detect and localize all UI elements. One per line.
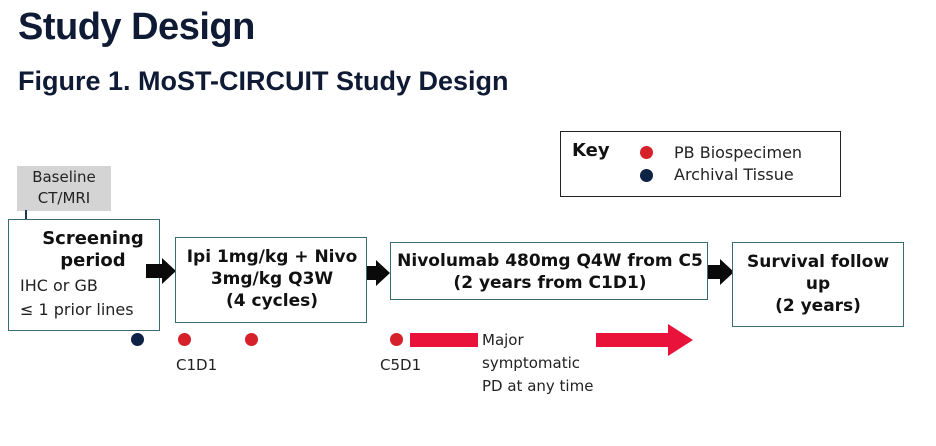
screening-title-line1: Screening bbox=[42, 228, 144, 249]
screening-title-line2: period bbox=[60, 250, 126, 271]
archival-tissue-dot-icon bbox=[640, 169, 653, 182]
nivolumab-line2: (2 years from C1D1) bbox=[453, 273, 647, 293]
pd-bar bbox=[410, 333, 478, 347]
survival-line3: (2 years) bbox=[775, 296, 861, 316]
pb-cycle-dot-icon bbox=[245, 333, 258, 346]
screening-ihc: IHC or GB bbox=[20, 276, 98, 295]
baseline-line1: Baseline bbox=[32, 168, 96, 186]
pd-note-line1: Major bbox=[482, 331, 524, 349]
timepoint-c5d1: C5D1 bbox=[380, 356, 422, 374]
screening-period-box bbox=[8, 219, 160, 331]
pd-note: Major symptomatic PD at any time bbox=[482, 329, 593, 398]
timepoint-c1d1: C1D1 bbox=[176, 356, 218, 374]
nivolumab-text: Nivolumab 480mg Q4W from C5 (2 years fro… bbox=[392, 250, 708, 294]
key-label-archival: Archival Tissue bbox=[674, 165, 794, 184]
pb-biospecimen-dot-icon bbox=[640, 146, 653, 159]
figure-caption: Figure 1. MoST-CIRCUIT Study Design bbox=[18, 66, 509, 96]
survival-text: Survival follow up (2 years) bbox=[734, 251, 902, 317]
key-legend bbox=[560, 131, 841, 197]
pb-c5d1-dot-icon bbox=[390, 333, 403, 346]
baseline-box: Baseline CT/MRI bbox=[17, 166, 111, 211]
baseline-line2: CT/MRI bbox=[37, 189, 91, 207]
ipi-line1: Ipi 1mg/kg + Nivo bbox=[186, 247, 358, 267]
survival-line2: up bbox=[805, 274, 831, 294]
key-label-pb: PB Biospecimen bbox=[674, 143, 803, 162]
pd-note-line3: PD at any time bbox=[482, 377, 594, 395]
pd-right-arrow-icon bbox=[596, 324, 693, 356]
survival-box bbox=[732, 242, 904, 327]
flow-arrow-1-icon bbox=[146, 258, 176, 284]
flow-arrow-3-icon bbox=[704, 259, 734, 285]
pb-c1d1-dot-icon bbox=[178, 333, 191, 346]
ipi-line2: 3mg/kg Q3W bbox=[210, 269, 334, 289]
screening-prior-lines: ≤ 1 prior lines bbox=[20, 300, 134, 319]
survival-line1: Survival follow bbox=[746, 252, 890, 272]
archival-tissue-timepoint-dot-icon bbox=[131, 333, 144, 346]
screening-title: Screening period bbox=[28, 228, 158, 272]
nivolumab-line1: Nivolumab 480mg Q4W from C5 bbox=[397, 251, 703, 271]
nivolumab-box bbox=[390, 242, 708, 300]
flow-arrow-2-icon bbox=[360, 260, 390, 286]
key-heading: Key bbox=[572, 140, 610, 161]
ipi-nivo-box bbox=[175, 237, 367, 323]
ipi-nivo-text: Ipi 1mg/kg + Nivo 3mg/kg Q3W (4 cycles) bbox=[177, 246, 367, 312]
pd-note-line2: symptomatic bbox=[482, 354, 580, 372]
ipi-line3: (4 cycles) bbox=[226, 291, 318, 311]
page-title: Study Design bbox=[18, 6, 255, 48]
